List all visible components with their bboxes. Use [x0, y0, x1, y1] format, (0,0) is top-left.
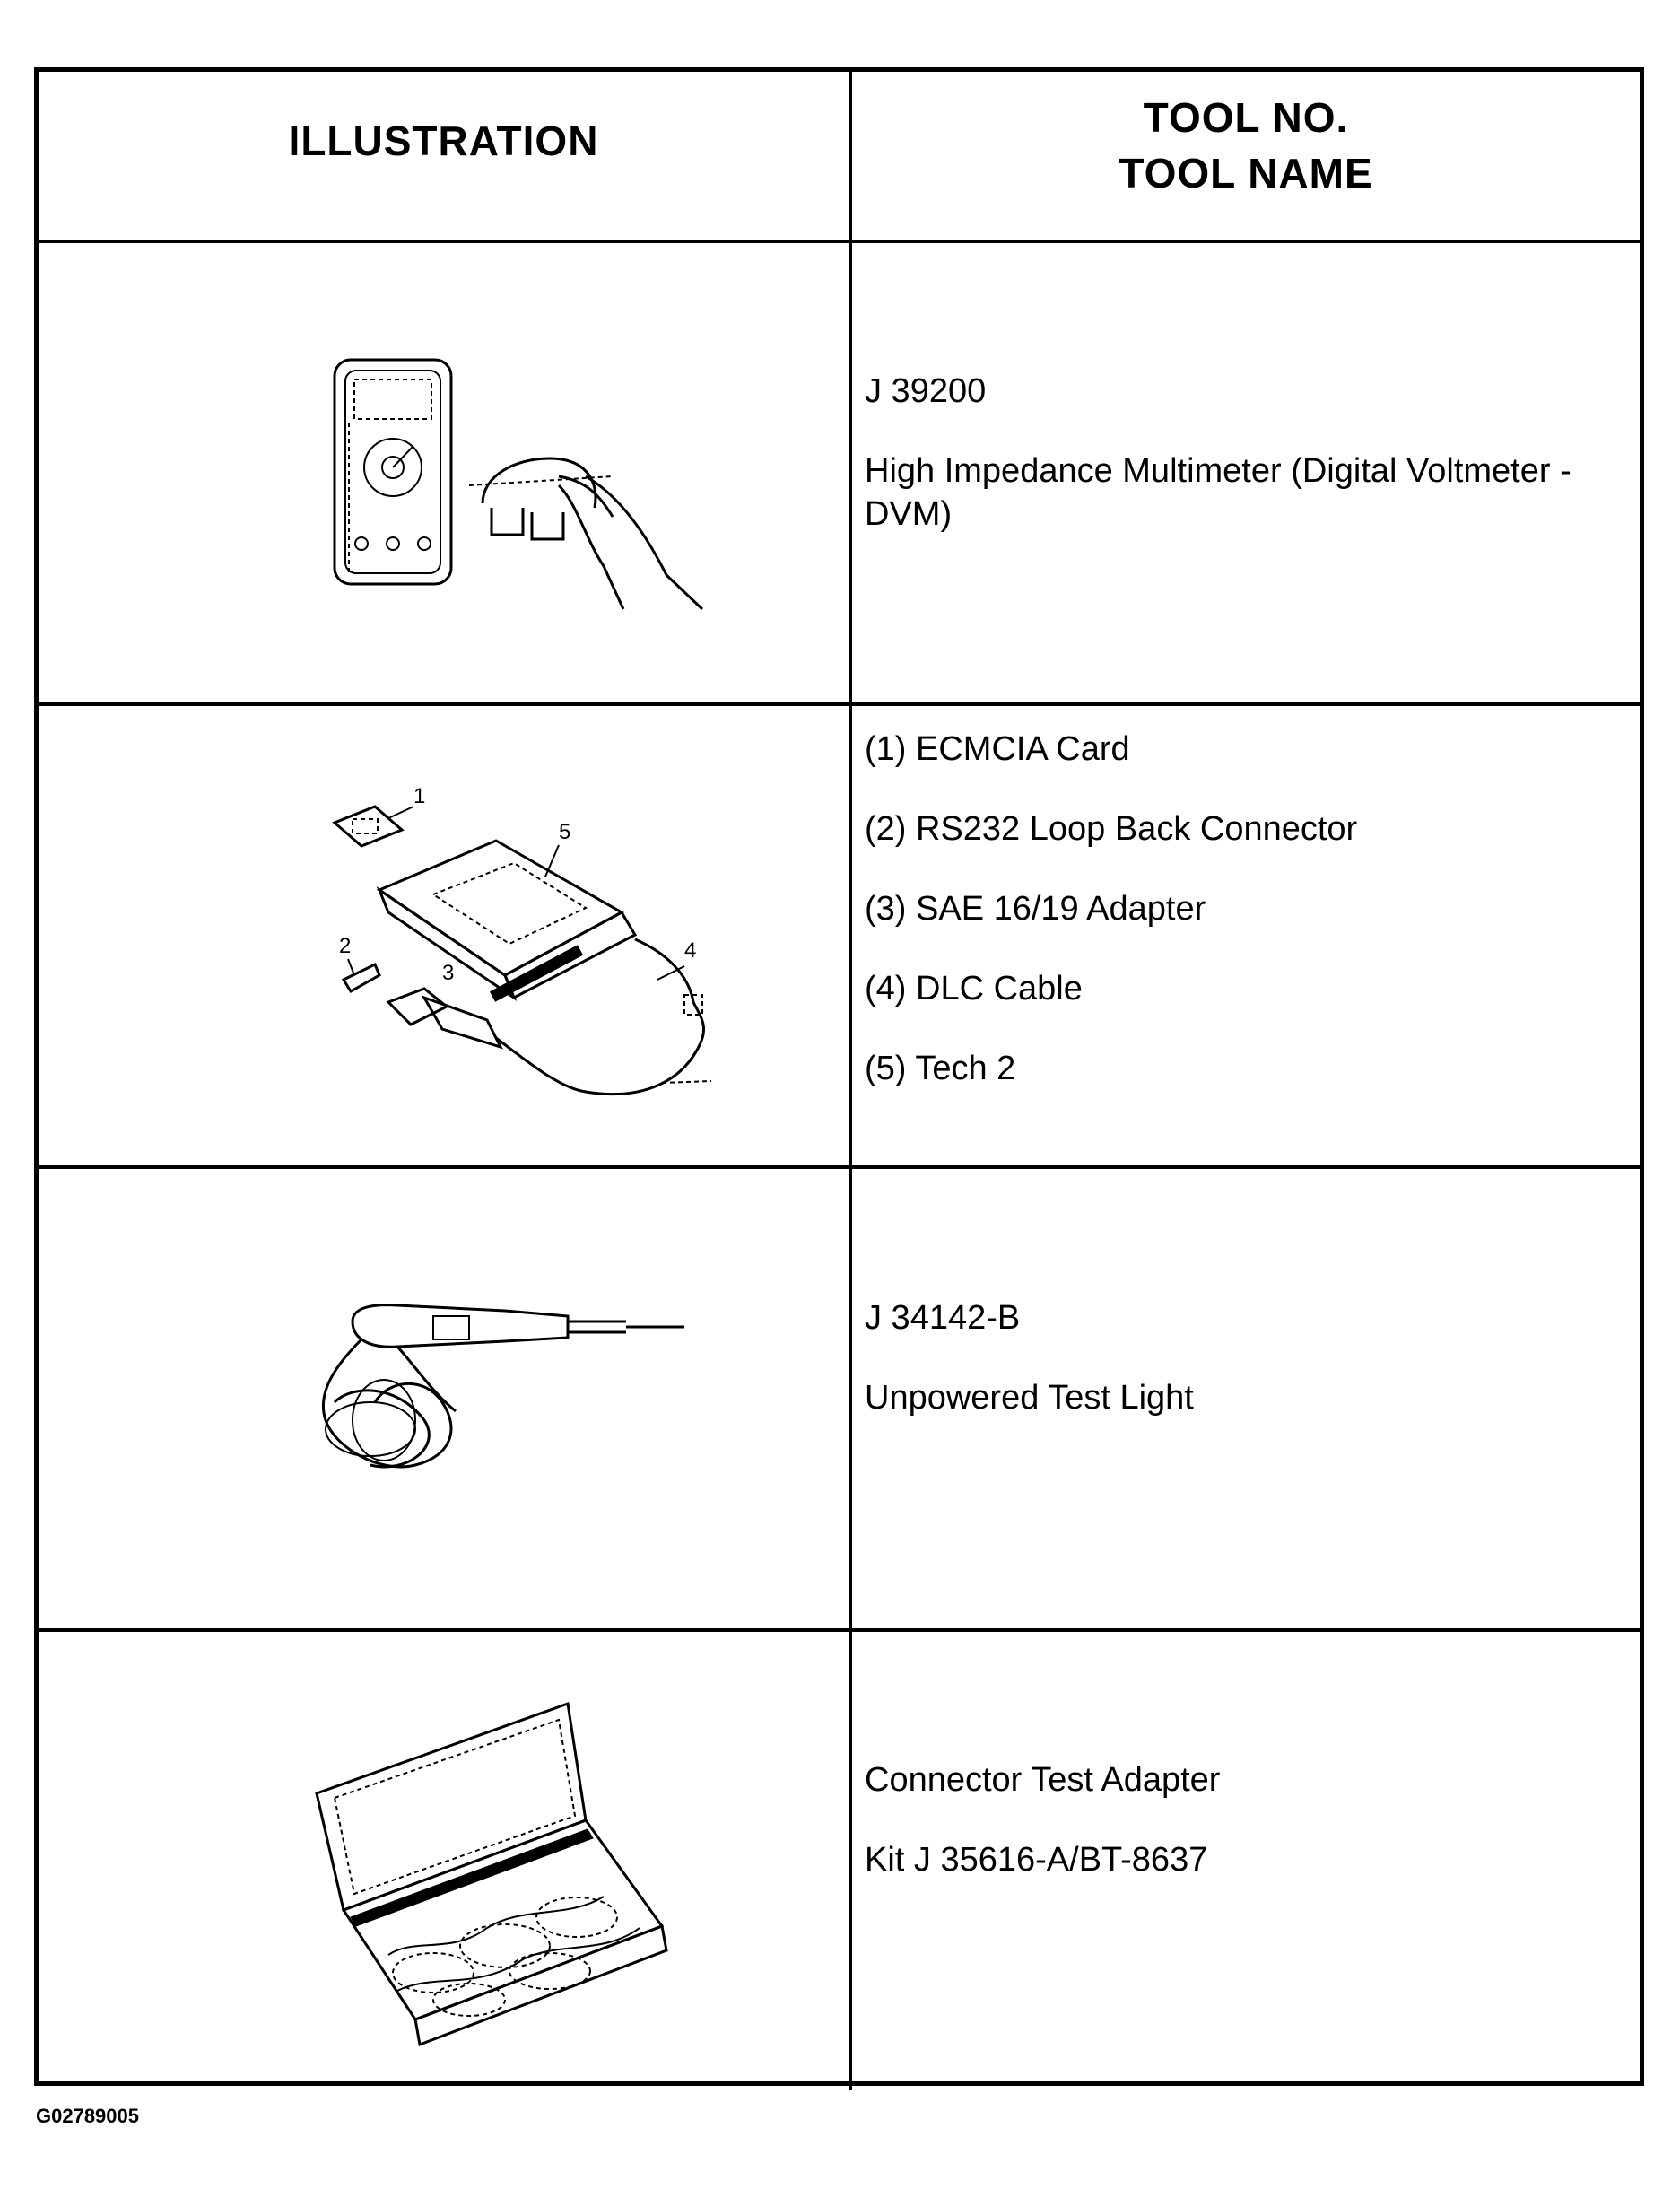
header-tool-name: TOOL NAME: [1119, 150, 1373, 196]
table-row: J 39200 High Impedance Multimeter (Digit…: [39, 240, 1640, 702]
column-divider: [849, 72, 852, 240]
kit-item-ecmcia-card: (1) ECMCIA Card: [865, 730, 1130, 768]
tool-number: J 39200: [865, 372, 987, 410]
column-divider: [849, 1632, 852, 2090]
test-light-illustration: [321, 1304, 684, 1469]
kit-item-rs232-connector: (2) RS232 Loop Back Connector: [865, 810, 1358, 848]
multimeter-illustration: [333, 358, 704, 611]
tool-name-cell: (1) ECMCIA Card (2) RS232 Loop Back Conn…: [852, 706, 1640, 1165]
kit-item-tech-2: (5) Tech 2: [865, 1050, 1016, 1087]
column-divider: [849, 1169, 852, 1628]
kit-item-dlc-cable: (4) DLC Cable: [865, 970, 1083, 1007]
header-illustration-cell: ILLUSTRATION: [39, 72, 849, 240]
table-header-row: ILLUSTRATION TOOL NO. TOOL NAME: [39, 72, 1640, 240]
tech2-kit-illustration: 1 5 2 3 4: [332, 784, 712, 1096]
table-row: Connector Test Adapter Kit J 35616-A/BT-…: [39, 1628, 1640, 2090]
callout-3: 3: [442, 961, 454, 985]
tool-name: Connector Test Adapter: [865, 1761, 1221, 1799]
header-tool-cell: TOOL NO. TOOL NAME: [852, 72, 1640, 240]
connector-test-kit-illustration: [315, 1701, 668, 2047]
column-divider: [849, 706, 852, 1165]
header-tool-text: TOOL NO. TOOL NAME: [852, 90, 1640, 201]
callout-4: 4: [684, 938, 696, 963]
illustration-cell: [39, 243, 849, 702]
table-row: J 34142-B Unpowered Test Light: [39, 1165, 1640, 1628]
tool-name: High Impedance Multimeter (Digital Voltm…: [865, 452, 1571, 533]
illustration-cell: 1 5 2 3 4: [39, 706, 849, 1165]
header-tool-no: TOOL NO.: [1143, 94, 1349, 141]
figure-code: G02789005: [36, 2105, 139, 2127]
callout-2: 2: [339, 934, 351, 958]
tool-name-cell: J 34142-B Unpowered Test Light: [852, 1169, 1640, 1628]
tool-name: Unpowered Test Light: [865, 1379, 1194, 1417]
callout-5: 5: [559, 820, 570, 844]
column-divider: [849, 243, 852, 702]
illustration-cell: [39, 1632, 849, 2090]
kit-item-sae-adapter: (3) SAE 16/19 Adapter: [865, 890, 1206, 928]
tool-number: Kit J 35616-A/BT-8637: [865, 1841, 1208, 1879]
header-illustration: ILLUSTRATION: [288, 118, 599, 164]
tool-name-cell: J 39200 High Impedance Multimeter (Digit…: [852, 243, 1640, 702]
callout-1: 1: [413, 784, 425, 808]
tool-name-cell: Connector Test Adapter Kit J 35616-A/BT-…: [852, 1632, 1640, 2090]
tool-number: J 34142-B: [865, 1299, 1021, 1337]
tool-table: ILLUSTRATION TOOL NO. TOOL NAME: [34, 67, 1644, 2090]
table-row: 1 5 2 3 4: [39, 702, 1640, 1165]
illustration-cell: [39, 1169, 849, 1628]
